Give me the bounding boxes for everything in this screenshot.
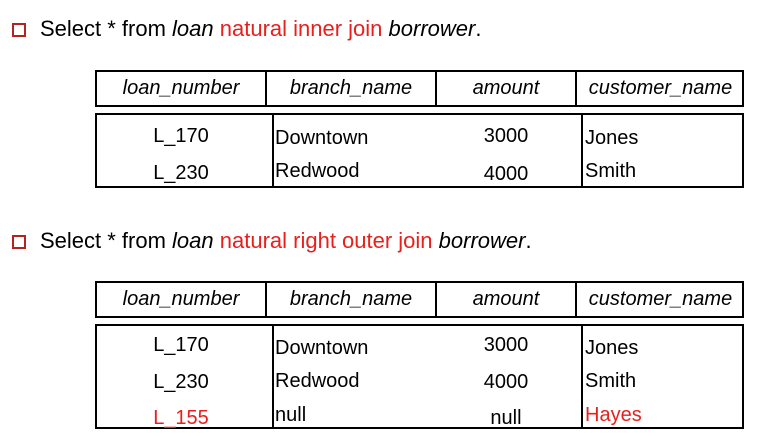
query-2-prefix: Select * from xyxy=(40,228,173,253)
cell-amount: 4000 xyxy=(483,371,529,393)
cell-branch-name: Redwood xyxy=(275,370,360,392)
header-branch-name: branch_name xyxy=(289,77,413,99)
table-1-header: loan_number branch_name amount customer_… xyxy=(95,70,744,107)
header-amount: amount xyxy=(472,288,540,310)
header-loan-number: loan_number xyxy=(122,288,240,310)
query-2-end: . xyxy=(525,228,532,253)
table-2-header: loan_number branch_name amount customer_… xyxy=(95,281,744,318)
cell-loan-number: L_155 xyxy=(153,407,209,429)
query-2-loan: loan xyxy=(172,228,214,253)
header-customer-name: customer_name xyxy=(588,77,733,99)
query-1-loan: loan xyxy=(172,16,214,41)
table-1-body: L_170 Downtown 3000 Jones L_230 Redwood … xyxy=(95,113,744,188)
query-1-operator: natural inner join xyxy=(213,16,389,41)
square-bullet-icon xyxy=(12,23,26,37)
query-1-end: . xyxy=(475,16,482,41)
cell-branch-name: Redwood xyxy=(275,160,360,182)
cell-customer-name: Smith xyxy=(585,160,637,182)
cell-loan-number: L_230 xyxy=(153,162,209,184)
query-2-line: Select * from loan natural right outer j… xyxy=(12,228,532,254)
cell-customer-name: Jones xyxy=(585,127,639,149)
query-2-borrower: borrower xyxy=(438,228,526,253)
square-bullet-icon xyxy=(12,235,26,249)
query-1-line: Select * from loan natural inner join bo… xyxy=(12,16,481,42)
query-1-prefix: Select * from xyxy=(40,16,173,41)
cell-amount: 4000 xyxy=(483,163,529,185)
cell-customer-name: Hayes xyxy=(585,404,642,426)
query-2-operator: natural right outer join xyxy=(213,228,439,253)
header-amount: amount xyxy=(472,77,540,99)
cell-amount: 3000 xyxy=(483,334,529,356)
cell-amount: 3000 xyxy=(483,125,529,147)
query-1-borrower: borrower xyxy=(388,16,476,41)
cell-branch-name: Downtown xyxy=(275,337,369,359)
cell-amount: null xyxy=(490,407,522,429)
cell-branch-name: Downtown xyxy=(275,127,369,149)
header-branch-name: branch_name xyxy=(289,288,413,310)
cell-branch-name: null xyxy=(275,404,307,426)
cell-loan-number: L_170 xyxy=(153,334,209,356)
cell-customer-name: Smith xyxy=(585,370,637,392)
cell-customer-name: Jones xyxy=(585,337,639,359)
table-2-body: L_170 Downtown 3000 Jones L_230 Redwood … xyxy=(95,324,744,429)
cell-loan-number: L_230 xyxy=(153,371,209,393)
header-loan-number: loan_number xyxy=(122,77,240,99)
cell-loan-number: L_170 xyxy=(153,125,209,147)
header-customer-name: customer_name xyxy=(588,288,733,310)
